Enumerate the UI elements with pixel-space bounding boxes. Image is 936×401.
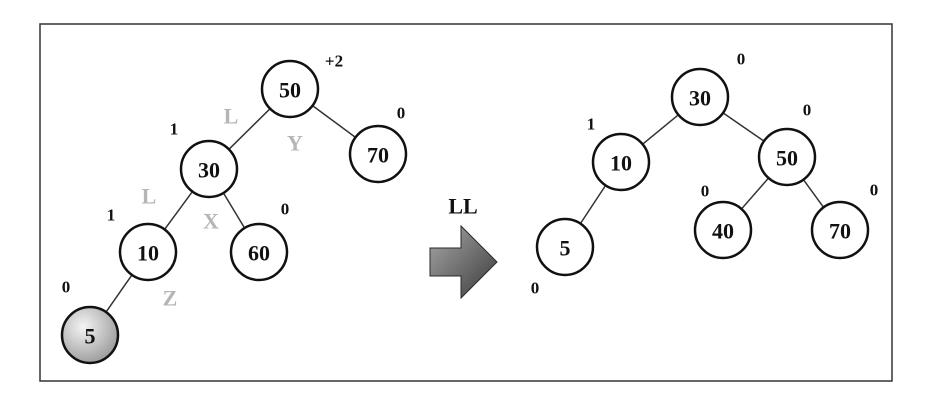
after-edge-a30-a50 [722, 112, 765, 142]
after-balance-factor: 1 [587, 115, 596, 134]
before-edge-b50-b70 [312, 105, 356, 138]
after-edge-a10-a5 [579, 184, 607, 225]
after-node-value: 5 [560, 236, 571, 261]
before-balance-factor: 1 [170, 120, 179, 139]
rotation-label: LL [448, 194, 477, 219]
after-node-value: 30 [689, 86, 711, 111]
before-edge-b30-b60 [222, 192, 246, 229]
after-node-circle [810, 200, 870, 260]
before-balance-factor: 0 [281, 200, 290, 219]
before-node-value: 50 [279, 78, 301, 103]
after-node-50: 50 [757, 127, 817, 187]
after-edge-a50-a70 [802, 179, 825, 208]
after-node-40: 40 [693, 200, 753, 260]
before-node-70: 70 [348, 124, 408, 184]
before-node-circle [118, 222, 178, 282]
after-node-30: 30 [670, 67, 730, 127]
before-tag-L2: L [142, 184, 157, 209]
before-node-circle [260, 59, 320, 119]
before-node-value: 30 [198, 158, 220, 183]
after-node-5: 5 [535, 217, 595, 277]
after-balance-factor: 0 [737, 50, 746, 69]
rotation-arrow: LL [429, 194, 498, 300]
before-tag-L1: L [224, 104, 239, 129]
before-node-50: 50 [260, 59, 320, 119]
after-edge-a30-a10 [642, 114, 679, 145]
before-edge-b10-b5 [105, 274, 133, 313]
before-node-circle [348, 124, 408, 184]
right-arrow-icon [429, 224, 498, 300]
after-node-value: 10 [610, 151, 632, 176]
before-node-5: 5 [60, 305, 120, 365]
diagram-frame [39, 23, 893, 382]
before-node-circle [229, 222, 289, 282]
before-node-30: 30 [179, 139, 239, 199]
before-node-circle [60, 305, 120, 365]
before-balance-factor: 0 [62, 278, 71, 297]
before-edge-b30-b10 [163, 191, 194, 230]
before-node-value: 5 [85, 324, 96, 349]
before-balance-factor: +2 [325, 52, 343, 71]
after-node-10: 10 [591, 132, 651, 192]
after-balance-factor: 0 [701, 182, 710, 201]
before-edge-b50-b30 [228, 108, 271, 150]
before-node-10: 10 [118, 222, 178, 282]
after-node-circle [670, 67, 730, 127]
after-edge-a50-a40 [740, 177, 770, 210]
after-node-70: 70 [810, 200, 870, 260]
after-node-value: 50 [776, 146, 798, 171]
before-node-value: 10 [137, 241, 159, 266]
edges-layer [105, 105, 825, 313]
after-balance-factor: 0 [870, 181, 879, 200]
after-balance-factor: 0 [531, 279, 540, 298]
before-tag-Y: Y [287, 131, 303, 156]
before-node-circle [179, 139, 239, 199]
before-balance-factor: 1 [107, 206, 116, 225]
before-tag-X: X [203, 209, 219, 234]
after-node-circle [757, 127, 817, 187]
before-node-value: 70 [367, 143, 389, 168]
after-balance-factor: 0 [803, 101, 812, 120]
after-node-value: 70 [829, 219, 851, 244]
after-node-circle [693, 200, 753, 260]
after-node-circle [591, 132, 651, 192]
before-node-60: 60 [229, 222, 289, 282]
before-balance-factor: 0 [397, 104, 406, 123]
before-tag-Z: Z [163, 286, 178, 311]
after-node-value: 40 [712, 219, 734, 244]
before-node-value: 60 [248, 241, 270, 266]
after-node-circle [535, 217, 595, 277]
